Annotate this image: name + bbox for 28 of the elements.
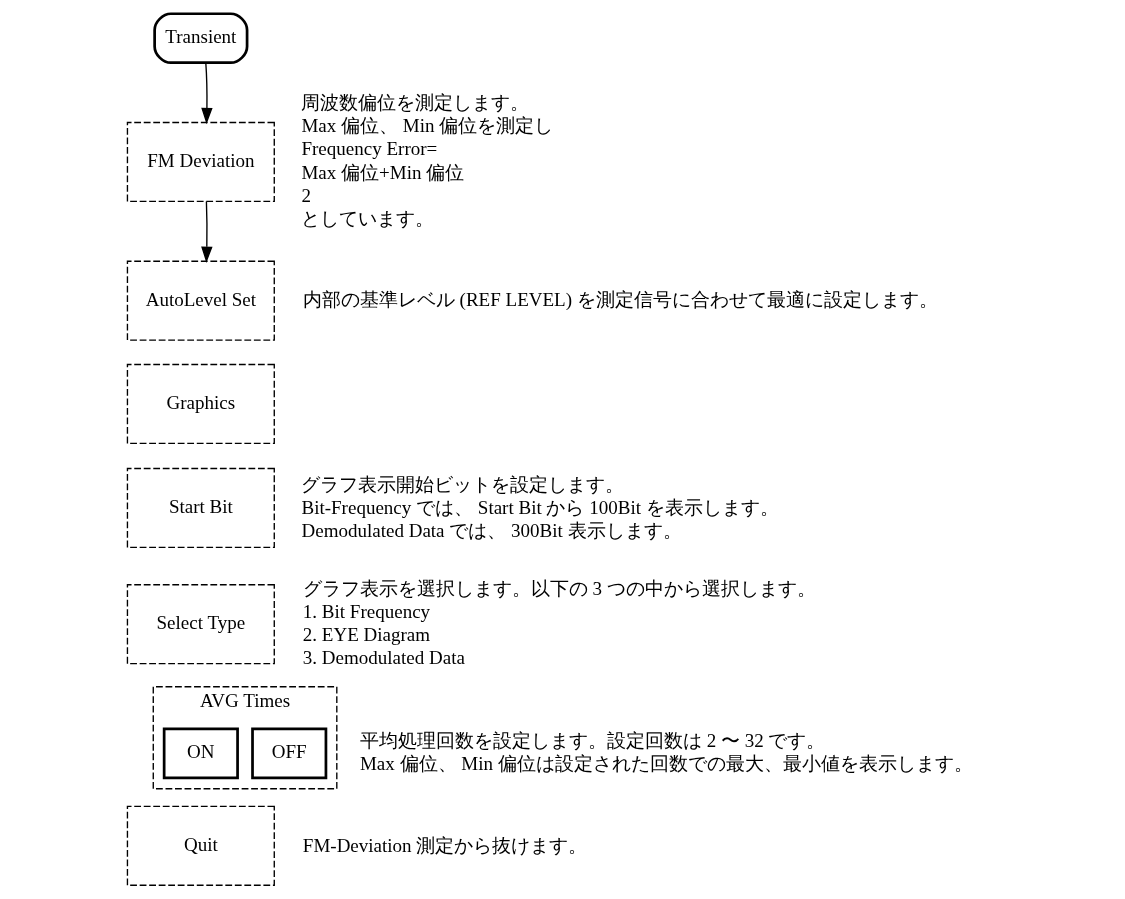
arrow <box>201 200 213 263</box>
node-label: Max 偏位+Min 偏位 <box>301 161 465 183</box>
node-label: Max 偏位、 Min 偏位を測定し <box>301 115 554 137</box>
node-box: OFF <box>251 727 328 780</box>
arrow <box>201 62 213 125</box>
node-box: Quit <box>126 805 275 886</box>
node-label: Bit-Frequency では、 Start Bit から 100Bit を表示します。 <box>301 496 779 518</box>
node-box: AutoLevel Set <box>126 260 275 341</box>
node-box: Start Bit <box>126 467 275 549</box>
node-label: 周波数偏位を測定します。 <box>301 92 530 114</box>
node-label: 2 <box>301 184 311 206</box>
node-box: FM Deviation <box>126 121 275 203</box>
node-label: 平均処理回数を設定します。設定回数は 2 〜 32 です。 <box>359 729 826 751</box>
node-label: Demodulated Data では、 300Bit 表示します。 <box>301 519 682 541</box>
node-label: 2. EYE Diagram <box>302 623 431 645</box>
node-box: Transient <box>153 12 249 65</box>
node-box: ON <box>162 727 239 780</box>
node-label: グラフ表示を選択します。以下の 3 つの中から選択します。 <box>302 577 816 599</box>
node-box: Graphics <box>126 363 275 445</box>
node-box: Select Type <box>126 584 275 665</box>
node-label: FM-Deviation 測定から抜けます。 <box>302 834 588 856</box>
node-label: Max 偏位、 Min 偏位は設定された回数での最大、最小値を表示します。 <box>359 752 973 774</box>
node-label: としています。 <box>301 207 435 229</box>
node-label: 1. Bit Frequency <box>302 600 431 622</box>
node-label: グラフ表示開始ビットを設定します。 <box>301 473 625 495</box>
node-label: 内部の基準レベル (REF LEVEL) を測定信号に合わせて最適に設定します。 <box>302 289 938 311</box>
node-label: 3. Demodulated Data <box>302 646 465 668</box>
node-label: Frequency Error= <box>301 138 438 160</box>
